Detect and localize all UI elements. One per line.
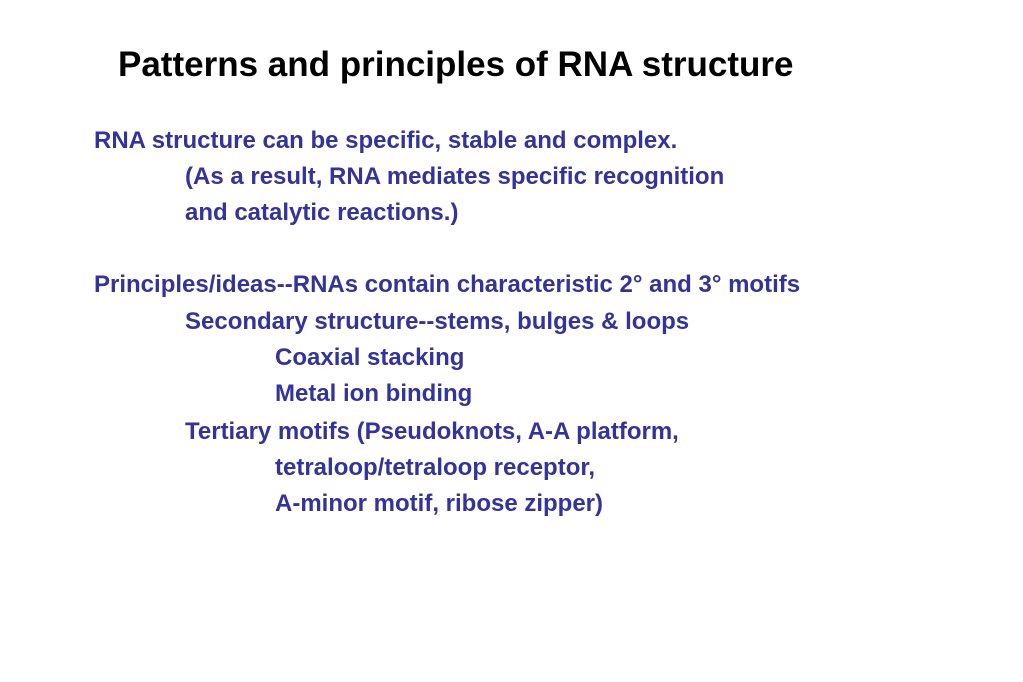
body-line-coaxial-stacking: Coaxial stacking [275,344,465,371]
body-line-catalytic: and catalytic reactions.) [185,199,459,226]
body-line-metal-ion-binding: Metal ion binding [275,380,473,407]
body-line-recognition: (As a result, RNA mediates specific reco… [185,163,725,190]
body-line-secondary-structure: Secondary structure--stems, bulges & loo… [185,308,690,335]
slide-title: Patterns and principles of RNA structure [118,45,794,84]
body-line-structure-specific: RNA structure can be specific, stable an… [94,127,678,154]
body-line-a-minor: A-minor motif, ribose zipper) [275,490,604,517]
body-line-principles: Principles/ideas--RNAs contain character… [94,271,801,298]
body-line-tertiary-motifs: Tertiary motifs (Pseudoknots, A-A platfo… [185,418,679,445]
body-line-tetraloop: tetraloop/tetraloop receptor, [275,454,596,481]
